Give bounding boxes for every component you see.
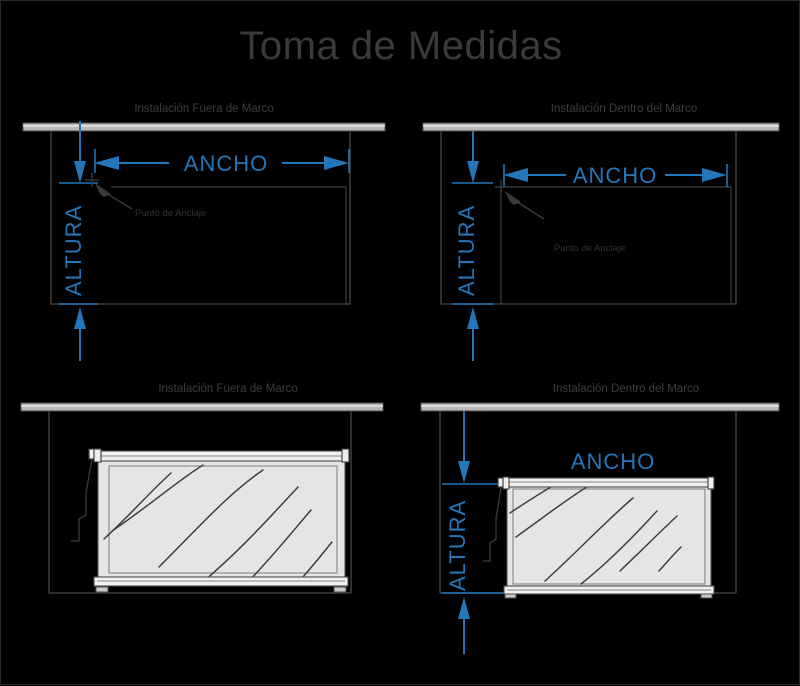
control-chain xyxy=(483,477,504,562)
ceiling-bar xyxy=(422,122,780,132)
panel-bottom-left: Instalación Fuera de Marco xyxy=(20,383,384,594)
window-opening xyxy=(50,131,351,305)
anchor-point-label: Punto de Anclaje xyxy=(135,208,206,219)
height-label: ALTURA xyxy=(61,205,86,296)
panel-header: Instalación Fuera de Marco xyxy=(134,103,273,115)
width-label: ANCHO xyxy=(573,163,657,188)
drop-arrow-top xyxy=(442,411,506,485)
width-label: ANCHO xyxy=(571,449,655,474)
anchor-point-marker xyxy=(495,180,545,220)
height-dimension: ALTURA xyxy=(452,205,493,361)
height-label: ALTURA xyxy=(454,205,479,296)
window-opening xyxy=(440,131,737,305)
fabric-folds xyxy=(103,464,333,587)
drop-arrow-top xyxy=(452,131,493,184)
panel-bottom-right: Instalación Dentro del Marco ANCHO ALTU xyxy=(420,383,780,654)
width-dimension: ANCHO xyxy=(94,149,350,176)
panel-header: Instalación Dentro del Marco xyxy=(551,103,697,115)
ceiling-bar xyxy=(420,402,780,412)
panel-top-left: Instalación Fuera de Marco ALTURA xyxy=(22,103,386,361)
height-dimension: ALTURA xyxy=(59,205,98,361)
roller-blind xyxy=(483,476,715,599)
panel-header: Instalación Fuera de Marco xyxy=(158,383,297,395)
wall-reveal xyxy=(48,411,352,594)
ceiling-bar xyxy=(20,402,384,412)
ceiling-bar xyxy=(22,122,386,132)
width-label: ANCHO xyxy=(184,151,268,176)
height-label: ALTURA xyxy=(445,500,470,591)
width-dimension: ANCHO xyxy=(503,163,728,188)
anchor-point-marker xyxy=(85,173,133,210)
height-dimension: ALTURA xyxy=(442,500,506,654)
panel-header: Instalación Dentro del Marco xyxy=(553,383,699,395)
control-chain xyxy=(71,448,95,542)
anchor-point-label: Punto de Anclaje xyxy=(554,243,625,254)
roller-blind xyxy=(71,448,350,593)
panel-top-right: Instalación Dentro del Marco ALTURA xyxy=(422,103,780,361)
page-title: Toma de Medidas xyxy=(239,24,562,68)
